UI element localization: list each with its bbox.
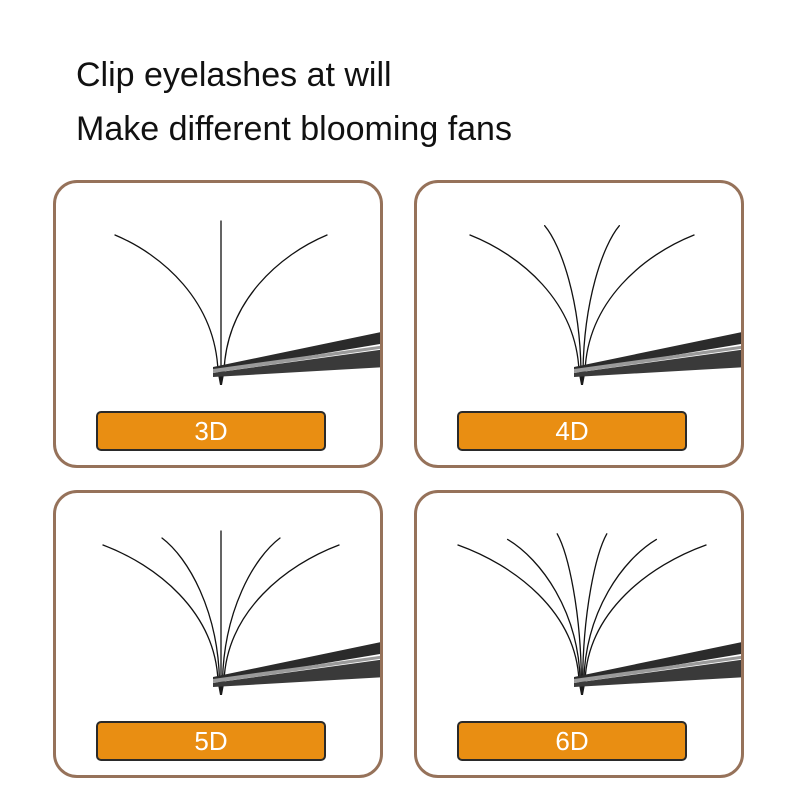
tweezer-jaw-lower	[574, 349, 741, 377]
fan-label-3d: 3D	[96, 411, 326, 451]
tweezer-jaw-upper	[213, 332, 380, 372]
eyelash-strand	[556, 533, 583, 682]
eyelash-strand	[223, 544, 340, 682]
headline-line-1: Clip eyelashes at will	[76, 56, 392, 94]
lash-fan-illustration	[114, 220, 380, 385]
eyelash-strand	[469, 234, 580, 372]
tweezer-highlight	[574, 345, 741, 373]
eyelash-strand	[582, 225, 620, 372]
eyelash-strand	[581, 533, 608, 682]
headline-line-2: Make different blooming fans	[76, 110, 512, 148]
eyelash-strand	[114, 234, 219, 372]
lash-fan-illustration	[102, 530, 380, 695]
tweezer-jaw-upper	[574, 332, 741, 372]
tweezer-jaw-upper	[213, 642, 380, 682]
eyelash-strand	[584, 544, 707, 682]
eyelash-strand	[102, 544, 219, 682]
eyelash-strand	[584, 234, 695, 372]
fan-card-3d: 3D	[53, 180, 383, 468]
fan-label-5d: 5D	[96, 721, 326, 761]
eyelash-strand	[223, 234, 328, 372]
eyelash-strand	[161, 537, 221, 682]
tweezer-jaw-lower	[213, 349, 380, 377]
tweezer-jaw-lower	[213, 659, 380, 687]
lash-fan-illustration	[457, 533, 741, 695]
eyelash-strand	[457, 544, 580, 682]
fan-label-6d: 6D	[457, 721, 687, 761]
eyelash-strand	[583, 538, 658, 682]
tweezer-highlight	[213, 345, 380, 373]
fan-card-6d: 6D	[414, 490, 744, 778]
tweezer-jaw-lower	[574, 659, 741, 687]
fan-card-5d: 5D	[53, 490, 383, 778]
fan-card-4d: 4D	[414, 180, 744, 468]
eyelash-strand	[544, 225, 582, 372]
lash-fan-illustration	[469, 225, 741, 385]
fan-label-4d: 4D	[457, 411, 687, 451]
eyelash-strand	[221, 537, 281, 682]
tweezer-highlight	[574, 655, 741, 683]
tweezer-highlight	[213, 655, 380, 683]
tweezer-jaw-upper	[574, 642, 741, 682]
eyelash-strand	[506, 538, 581, 682]
